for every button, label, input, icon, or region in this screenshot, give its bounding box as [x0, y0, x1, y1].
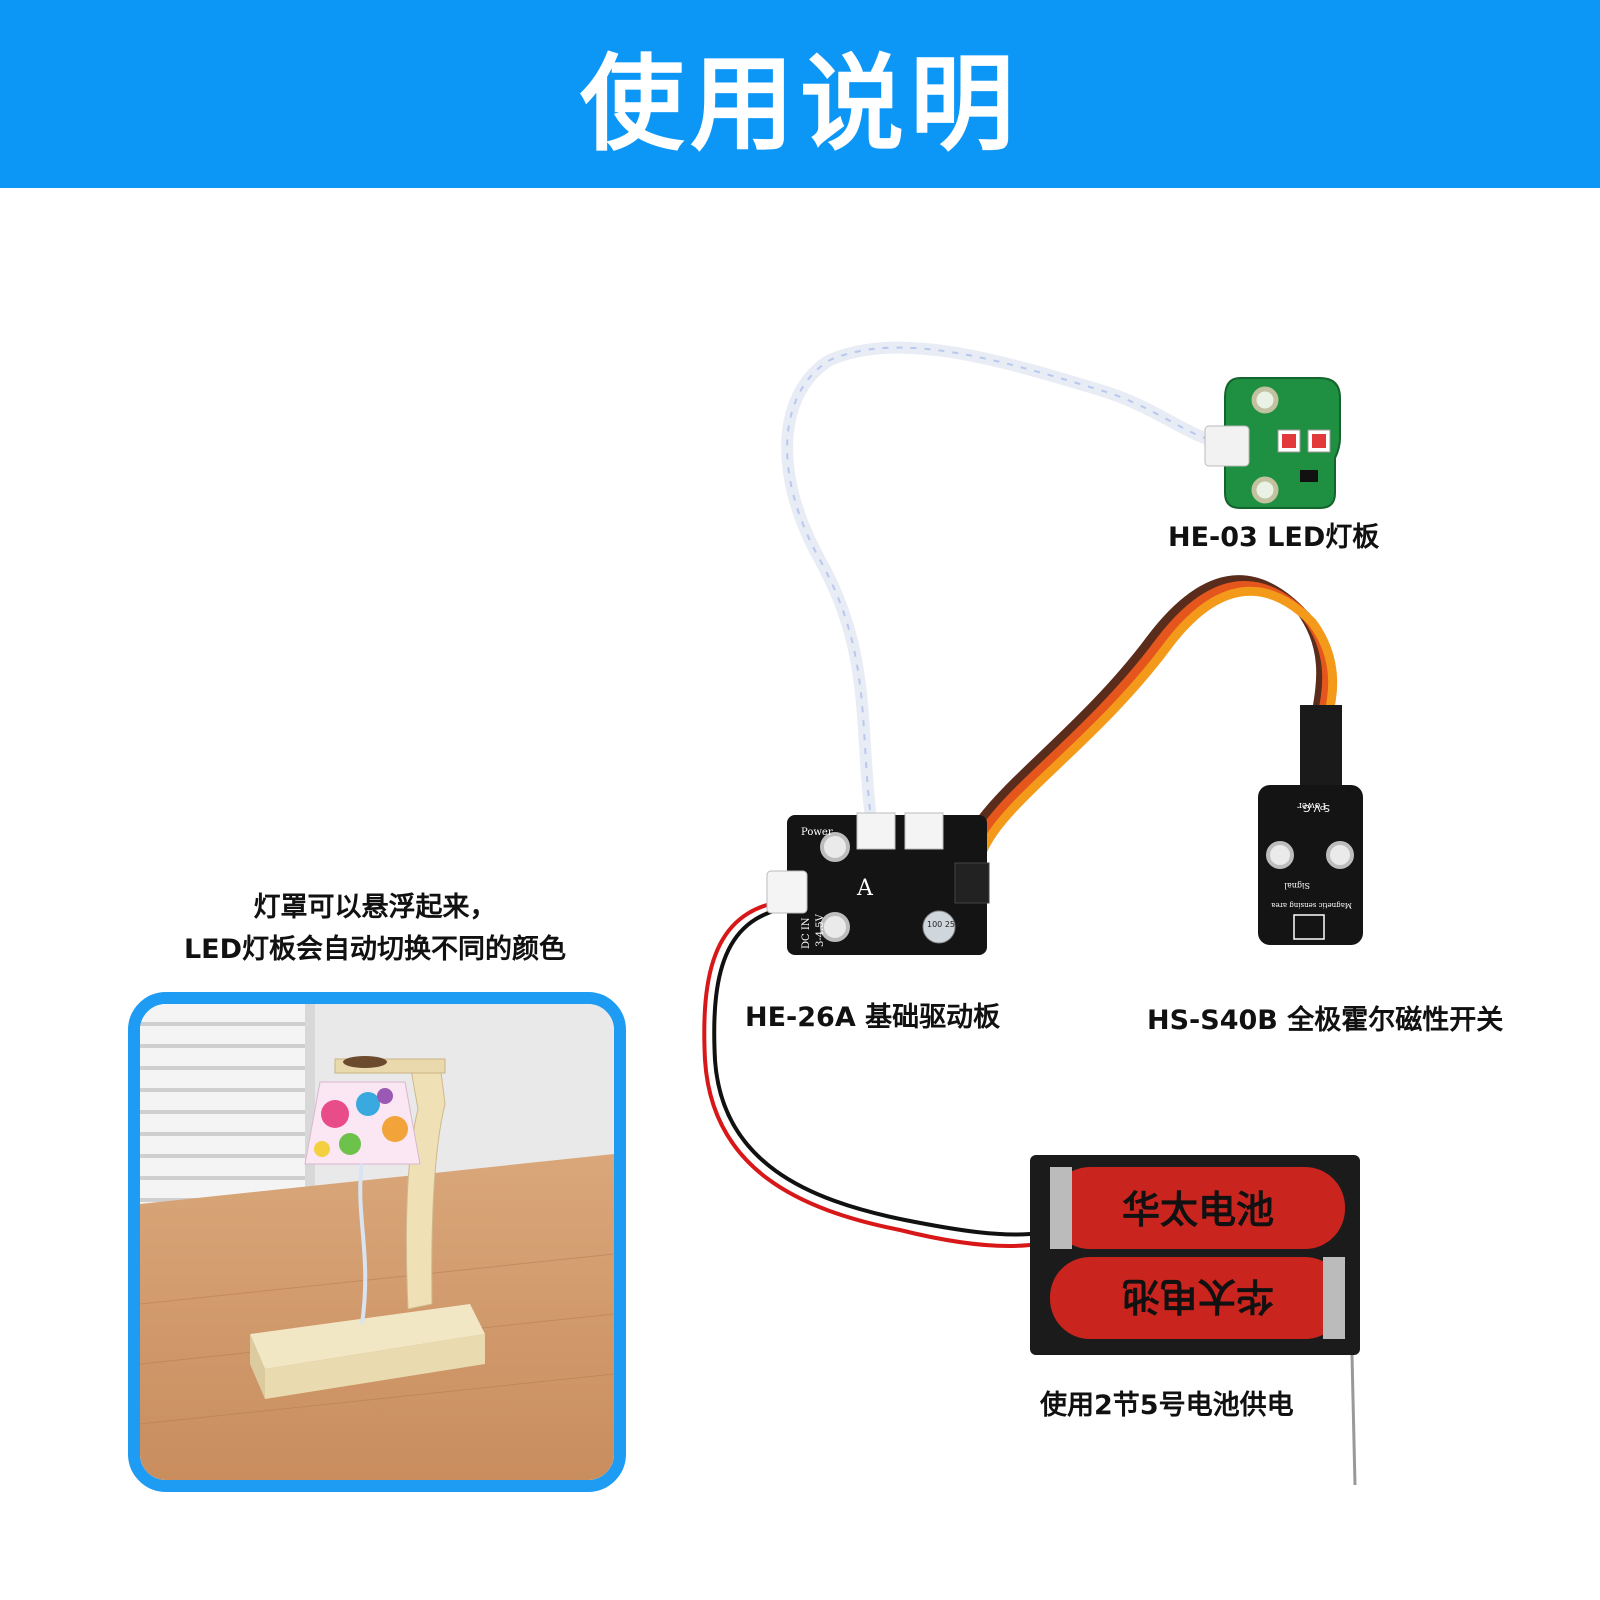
header-banner: 使用说明 [0, 0, 1600, 188]
hall-silk-svg: S V G [1303, 802, 1330, 813]
driver-silk-cap: 100 25V [927, 920, 961, 929]
driver-silk-a: A [856, 876, 874, 901]
driver-silk-volt: 3-4.5V [815, 913, 826, 947]
photo-caption-line2: LED灯板会自动切换不同的颜色 [183, 934, 567, 965]
product-photo [128, 992, 626, 1492]
led-cable [781, 341, 1216, 816]
page-title: 使用说明 [579, 42, 1020, 165]
photo-caption-line1: 灯罩可以悬浮起来， [253, 892, 497, 923]
lamp-shade [304, 1081, 421, 1165]
battery-pack: 华太电池 华太电池 [1030, 1155, 1360, 1486]
hall-switch: Power S V G Signal Magnetic sensing area [1258, 705, 1363, 945]
battery-cell-2-text: 华太电池 [1122, 1274, 1274, 1318]
hall-switch-label: HS-S40B 全极霍尔磁性开关 [1147, 1005, 1504, 1036]
hall-silk-power: Power [1297, 800, 1326, 810]
hall-cable [959, 575, 1338, 893]
led-board-label: HE-03 LED灯板 [1168, 522, 1380, 553]
lamp-base [250, 1304, 485, 1399]
lamp-illustration [140, 1004, 614, 1480]
driver-silk-power: Power [801, 827, 833, 838]
driver-board: Power A DC IN 3-4.5V 100 25V [766, 812, 990, 955]
driver-silk-dc: DC IN [801, 917, 812, 949]
driver-board-label: HE-26A 基础驱动板 [745, 1002, 1001, 1033]
hall-silk-area: Magnetic sensing area [1271, 901, 1352, 909]
battery-label: 使用2节5号电池供电 [1040, 1390, 1294, 1421]
power-cable [702, 898, 1032, 1249]
hall-silk-signal: Signal [1284, 881, 1310, 890]
led-board [1204, 377, 1341, 509]
window-blinds [140, 1004, 315, 1224]
battery-cell-1-text: 华太电池 [1122, 1188, 1274, 1232]
